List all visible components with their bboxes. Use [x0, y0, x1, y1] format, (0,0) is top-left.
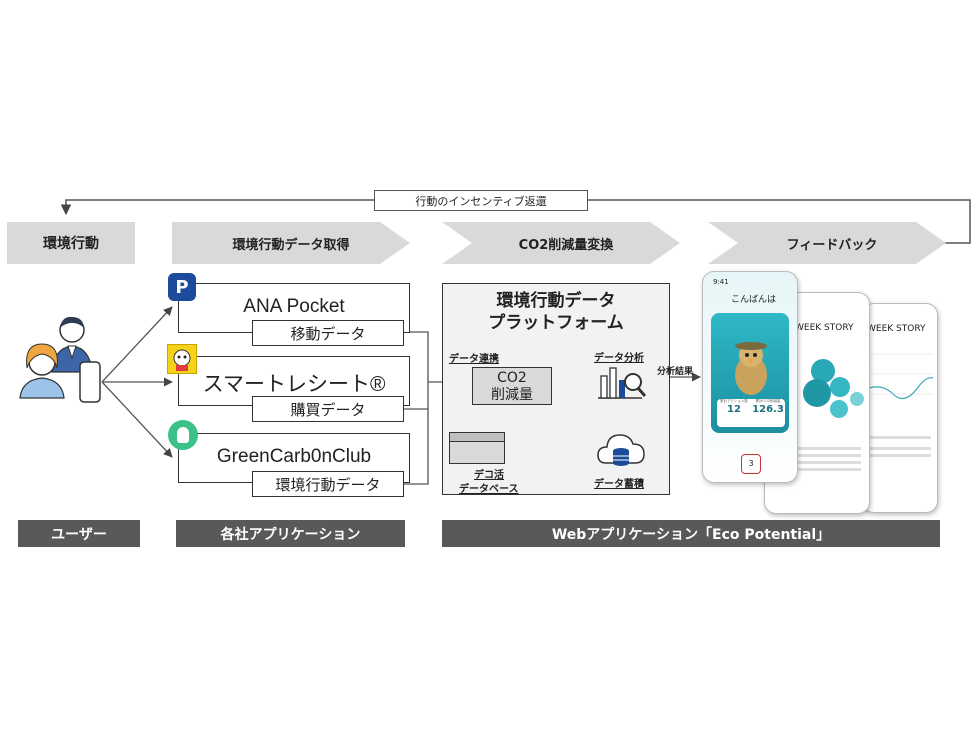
data-tag-movement: 移動データ [252, 320, 404, 346]
stat-co2-value: 126.3 [752, 404, 784, 415]
deco-label: デコ活 [474, 470, 504, 481]
app-name: ANA Pocket [243, 296, 345, 317]
bottom-label-web-app: Webアプリケーション「Eco Potential」 [442, 520, 940, 547]
data-link-label: データ連携 [449, 354, 499, 365]
week-story-title: WEEK STORY [867, 324, 926, 334]
deco-database-table-icon [449, 432, 505, 464]
app-name: スマートレシート® [202, 373, 386, 396]
step-environmental-action: 環境行動 [7, 222, 135, 264]
step-label: フィードバック [786, 237, 878, 253]
data-tag-label: 移動データ [290, 324, 366, 343]
database-label: データベース [459, 484, 519, 495]
step-label: 環境行動データ取得 [232, 237, 350, 253]
eco-card: 累計アクション数 12 累計CO2削減量 126.3 [711, 313, 789, 433]
stat-actions-value: 12 [727, 404, 741, 415]
bottom-label-text: 各社アプリケーション [220, 526, 361, 543]
step-co2-conversion: CO2削減量変換 [442, 222, 680, 264]
bubble-chart-icon [803, 359, 864, 418]
cloud-storage-icon [597, 434, 645, 466]
co2-reduction-box: CO2 削減量 [472, 367, 552, 405]
data-tag-environmental-action: 環境行動データ [252, 471, 404, 497]
phone-screen-front: 9:41 こんばんは 累計アクション数 12 累計CO2削減量 126.3 3 [702, 271, 798, 483]
greeting-text: こんばんは [731, 295, 777, 305]
co2-line1: CO2 [497, 370, 527, 386]
step-data-acquisition: 環境行動データ取得 [172, 222, 410, 264]
stat-actions-label: 累計アクション数 [720, 399, 748, 403]
platform-title-line1: 環境行動データ [496, 291, 616, 311]
nav-counter[interactable]: 3 [741, 454, 761, 474]
analysis-result-label: 分析結果 [657, 367, 694, 377]
bird-mascot-icon [735, 342, 767, 395]
phone-screen-back: WEEK STORY [862, 303, 938, 513]
green-carbon-club-logo-icon [168, 420, 198, 450]
data-tag-purchase: 購買データ [252, 396, 404, 422]
users-illustration-icon [19, 316, 101, 403]
incentive-return-label: 行動のインセンティブ返還 [374, 190, 588, 211]
data-tag-label: 環境行動データ [275, 475, 381, 494]
bottom-label-text: ユーザー [51, 526, 107, 543]
status-time: 9:41 [713, 278, 729, 286]
analysis-chart-icon [598, 367, 647, 399]
line-graph-icon [868, 353, 934, 400]
step-label: CO2削減量変換 [518, 237, 614, 253]
data-tag-label: 購買データ [290, 400, 366, 419]
app-name: GreenCarb0nClub [216, 446, 372, 467]
bottom-label-text: Webアプリケーション「Eco Potential」 [551, 526, 831, 543]
loop-arrow [60, 199, 971, 244]
smart-receipt-logo-icon [167, 344, 197, 374]
step-feedback: フィードバック [708, 222, 946, 264]
data-analysis-label: データ分析 [594, 353, 644, 364]
data-storage-label: データ蓄積 [594, 479, 644, 490]
co2-line2: 削減量 [491, 387, 533, 403]
ana-pocket-logo-icon: P [168, 273, 196, 301]
stat-co2-label: 累計CO2削減量 [755, 399, 781, 403]
platform-title-line2: プラットフォーム [488, 313, 624, 333]
bottom-label-user: ユーザー [18, 520, 140, 547]
bottom-label-apps: 各社アプリケーション [176, 520, 405, 547]
nav-counter-value: 3 [748, 459, 754, 468]
week-story-title: WEEK STORY [795, 323, 854, 333]
receipt-character-icon [173, 349, 191, 371]
step-label: 環境行動 [43, 236, 99, 252]
